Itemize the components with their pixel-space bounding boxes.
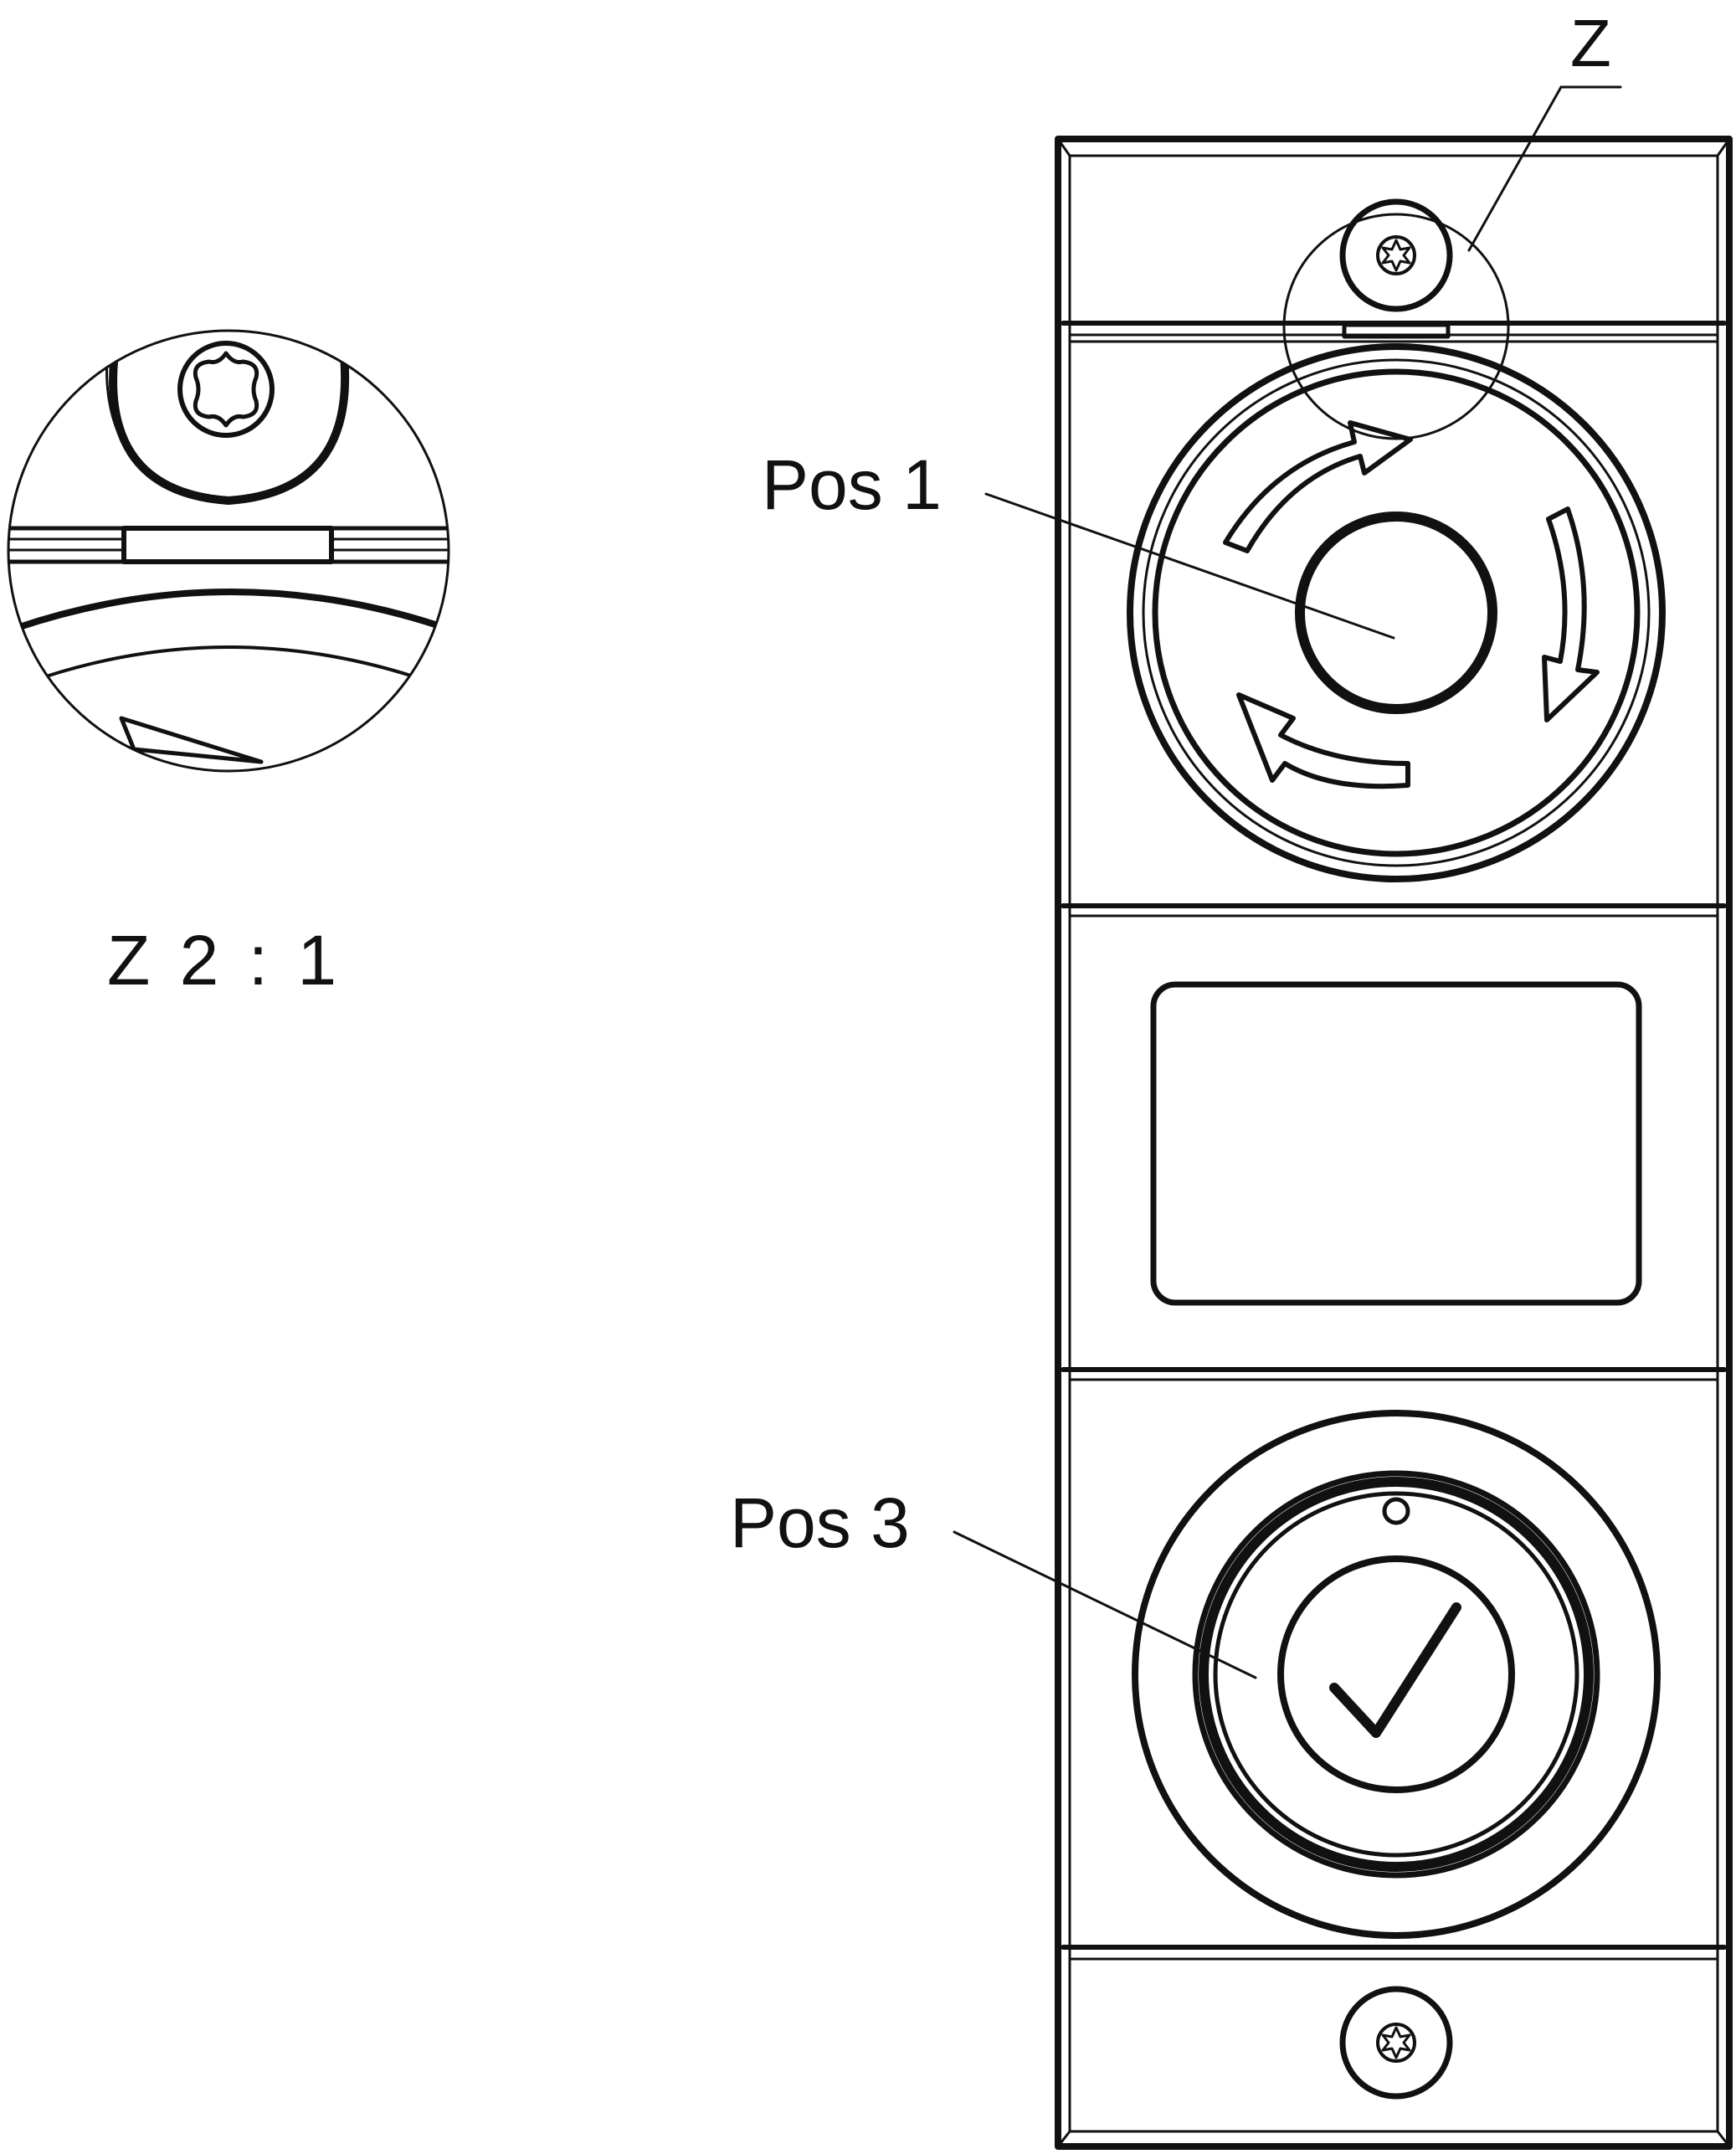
top-screw-icon (1339, 198, 1453, 312)
checkmark-icon (1329, 1602, 1461, 1738)
detail-marker-label: Z (1570, 6, 1611, 80)
pos1-leader-line (984, 492, 1395, 640)
label-window (1150, 981, 1642, 1306)
bottom-screw-icon (1339, 1986, 1453, 2100)
device-front-view (953, 85, 1733, 2150)
confirm-button[interactable] (1132, 1410, 1661, 1939)
pos1-label: Pos 1 (762, 445, 942, 524)
pos3-leader-line (953, 1530, 1257, 1679)
detail-view-z (7, 329, 450, 773)
pos3-label: Pos 3 (730, 1483, 910, 1562)
detail-torx-screw-icon (177, 341, 275, 438)
rotate-arrow-icon (1223, 420, 1600, 789)
detail-scale-label: Z 2 : 1 (107, 921, 342, 1000)
emergency-stop-button[interactable] (1127, 343, 1666, 882)
